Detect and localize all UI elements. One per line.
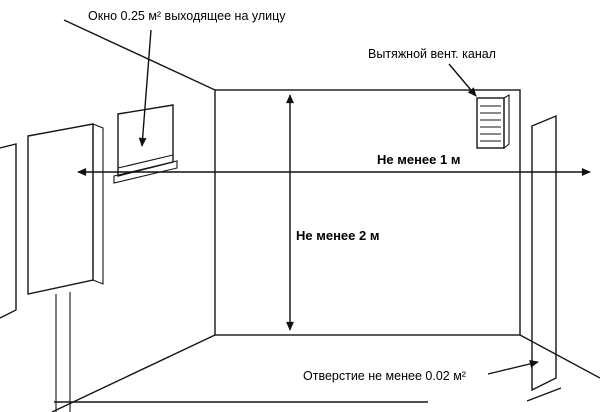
vent-callout-arrow <box>448 63 477 97</box>
door <box>526 114 562 402</box>
opening-callout-arrow <box>487 360 539 375</box>
vent-duct-label: Вытяжной вент. канал <box>368 47 496 61</box>
boiler-front <box>27 123 94 295</box>
opening-callout-line <box>487 360 539 375</box>
vent-side <box>503 94 510 150</box>
left-appliance <box>0 143 17 319</box>
window-callout-line <box>138 29 152 147</box>
floor-left-edge <box>51 334 216 412</box>
back-wall <box>214 89 521 336</box>
vent-callout-line <box>448 63 477 97</box>
window <box>113 104 178 184</box>
window-label: Окно 0.25 м² выходящее на улицу <box>88 9 286 23</box>
min-height-label: Не менее 2 м <box>296 228 380 243</box>
window-inner-line <box>117 154 174 169</box>
door-floor-gap-line <box>526 387 562 402</box>
window-callout-arrow <box>138 29 152 147</box>
window-frame <box>117 104 174 177</box>
left-appliance-outline <box>0 143 17 319</box>
window-sill <box>113 160 178 184</box>
floor-right-edge <box>519 334 600 379</box>
floor-opening-label: Отверстие не менее 0.02 м² <box>303 369 466 383</box>
room-outline <box>51 19 600 412</box>
door-panel <box>531 114 557 392</box>
boiler-side <box>92 123 104 285</box>
ceiling-left-edge <box>63 19 216 91</box>
vent-grille <box>476 94 510 150</box>
min-width-label: Не менее 1 м <box>377 152 461 167</box>
boiler <box>27 123 104 412</box>
